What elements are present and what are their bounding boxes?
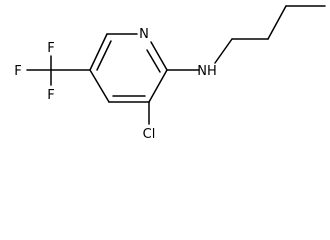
butylamino-chain bbox=[166, 5, 326, 71]
trifluoromethyl-group bbox=[26, 55, 91, 86]
bond-n1-c2 bbox=[150, 41, 168, 71]
chlorine-label: Cl bbox=[143, 127, 156, 142]
bond-nh-ch2 bbox=[214, 38, 233, 64]
pyridine-ring bbox=[89, 33, 168, 103]
bond-c4-c5 bbox=[89, 69, 110, 103]
chemical-structure: N NH Cl F F F bbox=[14, 5, 326, 142]
bond-c2-c3 bbox=[148, 69, 168, 103]
bond-c5-c6 bbox=[89, 33, 108, 71]
ring-nitrogen-label: N bbox=[139, 27, 149, 42]
fluorine-bottom-label: F bbox=[47, 88, 54, 103]
fluorine-left-label: F bbox=[14, 64, 21, 79]
bond-n1-c2-inner bbox=[146, 49, 161, 73]
amine-label: NH bbox=[197, 64, 217, 79]
bond-chain-2 bbox=[267, 5, 287, 40]
fluorine-top-label: F bbox=[47, 41, 54, 56]
bond-c5-c6-inner bbox=[96, 40, 112, 71]
